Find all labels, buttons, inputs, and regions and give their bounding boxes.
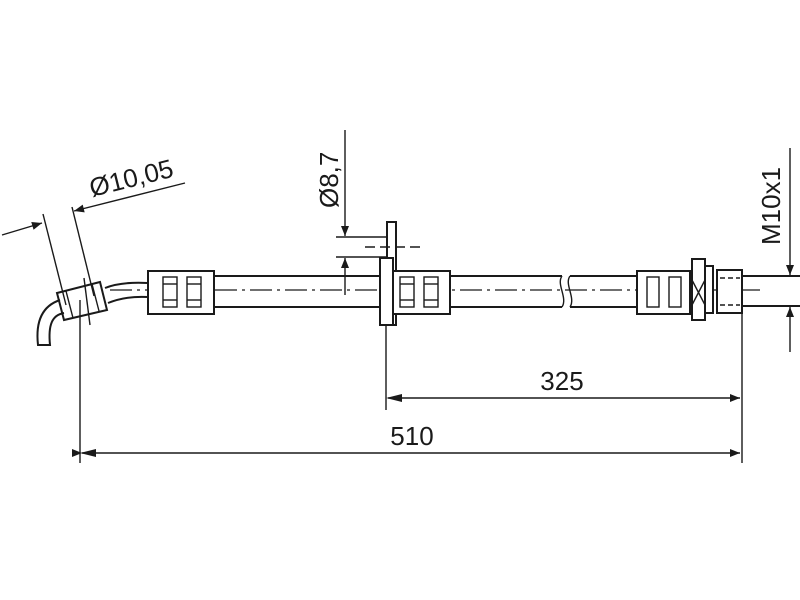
bracket-length-label: 325	[540, 366, 583, 396]
hose-tube	[214, 275, 637, 308]
left-bent-end	[36, 280, 149, 346]
dimension-hole-diameter: Ø8,7	[314, 130, 386, 295]
middle-crimp-fitting	[392, 270, 451, 315]
dimension-325: 325	[385, 325, 740, 410]
right-fitting	[636, 258, 800, 321]
overall-length-label: 510	[390, 421, 433, 451]
left-crimp-fitting	[147, 270, 215, 315]
fitting-diameter-label: Ø10,05	[86, 153, 176, 203]
dimension-510: 510	[72, 300, 743, 463]
dimension-thread: M10x1	[756, 148, 794, 352]
hole-diameter-label: Ø8,7	[314, 152, 344, 208]
thread-label: M10x1	[756, 167, 786, 245]
